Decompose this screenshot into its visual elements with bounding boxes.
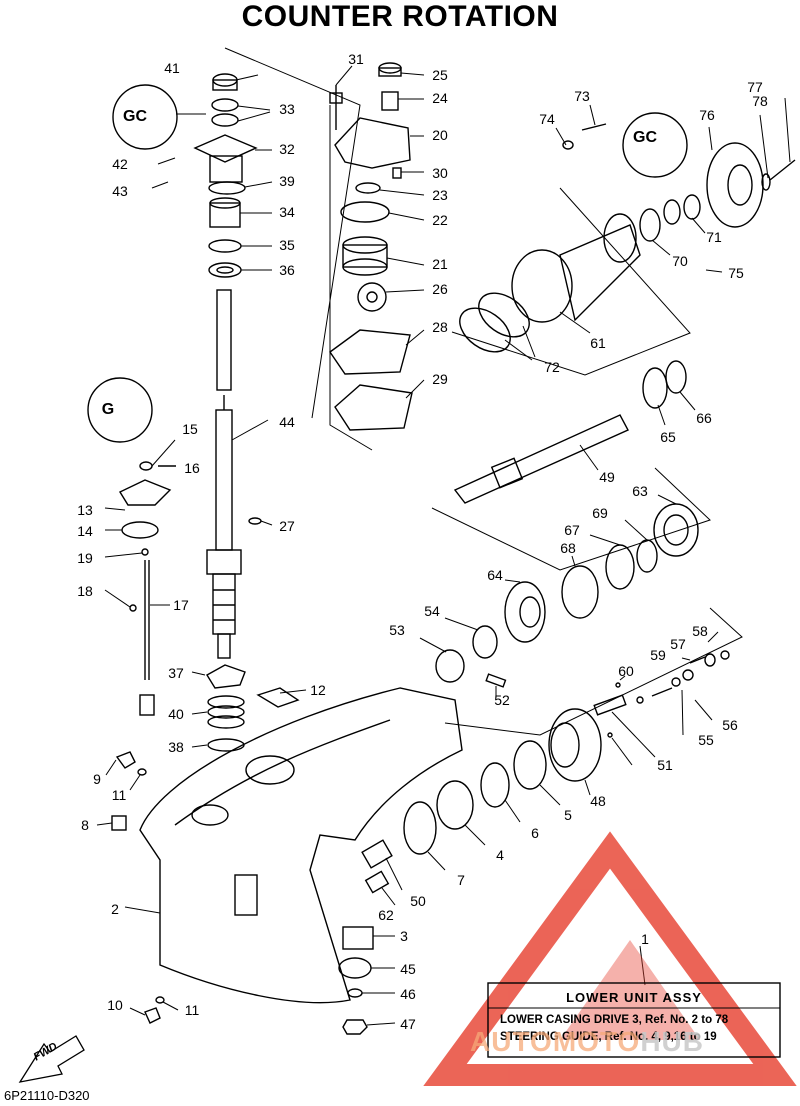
callout-22: 22	[432, 212, 448, 228]
callout-48: 48	[590, 793, 606, 809]
callout-14: 14	[77, 523, 93, 539]
callout-35: 35	[279, 237, 295, 253]
callout-67: 67	[564, 522, 580, 538]
callout-33: 33	[279, 101, 295, 117]
callout-10: 10	[107, 997, 123, 1013]
assembly-title: LOWER UNIT ASSY	[566, 990, 702, 1005]
callout-31: 31	[348, 51, 364, 67]
callout-58: 58	[692, 623, 708, 639]
callout-38: 38	[168, 739, 184, 755]
assembly-box	[487, 982, 781, 1058]
callout-70: 70	[672, 253, 688, 269]
callout-57: 57	[670, 636, 686, 652]
callout-74: 74	[539, 111, 555, 127]
inset-gc-label: GC	[123, 108, 147, 125]
callout-37: 37	[168, 665, 184, 681]
callout-24: 24	[432, 90, 448, 106]
inset-gc-label: GC	[633, 129, 657, 146]
callout-61: 61	[590, 335, 606, 351]
callout-78: 78	[752, 93, 768, 109]
callout-28: 28	[432, 319, 448, 335]
callout-9: 9	[93, 771, 101, 787]
drawing-code: 6P21110-D320	[4, 1088, 90, 1103]
assembly-line-2: STEERING GUIDE, Ref. No. 4, 9,16 to 19	[500, 1031, 717, 1043]
callout-43: 43	[112, 183, 128, 199]
callout-20: 20	[432, 127, 448, 143]
callout-71: 71	[706, 229, 722, 245]
callout-75: 75	[728, 265, 744, 281]
callout-12: 12	[310, 682, 326, 698]
callout-2: 2	[111, 901, 119, 917]
callout-40: 40	[168, 706, 184, 722]
callout-50: 50	[410, 893, 426, 909]
callout-47: 47	[400, 1016, 416, 1032]
callout-5: 5	[564, 807, 572, 823]
callout-6: 6	[531, 825, 539, 841]
callout-59: 59	[650, 647, 666, 663]
callout-36: 36	[279, 262, 295, 278]
callout-68: 68	[560, 540, 576, 556]
callout-64: 64	[487, 567, 503, 583]
callout-63: 63	[632, 483, 648, 499]
callout-73: 73	[574, 88, 590, 104]
callout-62: 62	[378, 907, 394, 923]
callout-11: 11	[185, 1002, 200, 1018]
callout-16: 16	[184, 460, 200, 476]
callout-25: 25	[432, 67, 448, 83]
page-title: COUNTER ROTATION	[241, 0, 559, 33]
callout-15: 15	[182, 421, 198, 437]
callout-69: 69	[592, 505, 608, 521]
callout-65: 65	[660, 429, 676, 445]
callout-3: 3	[400, 928, 408, 944]
watermark-logo	[423, 831, 797, 1086]
callout-30: 30	[432, 165, 448, 181]
callout-77: 77	[747, 79, 763, 95]
callout-11: 11	[112, 787, 127, 803]
callout-18: 18	[77, 583, 93, 599]
callout-60: 60	[618, 663, 634, 679]
fwd-arrow-icon	[18, 1035, 85, 1083]
callout-52: 52	[494, 692, 510, 708]
callout-54: 54	[424, 603, 440, 619]
callout-19: 19	[77, 550, 93, 566]
callout-41: 41	[164, 60, 180, 76]
callout-45: 45	[400, 961, 416, 977]
callout-29: 29	[432, 371, 448, 387]
callout-55: 55	[698, 732, 714, 748]
callout-76: 76	[699, 107, 715, 123]
callout-8: 8	[81, 817, 89, 833]
callout-34: 34	[279, 204, 295, 220]
callout-42: 42	[112, 156, 128, 172]
callout-7: 7	[457, 872, 465, 888]
assembly-line-1: LOWER CASING DRIVE 3, Ref. No. 2 to 78	[500, 1014, 729, 1026]
callout-56: 56	[722, 717, 738, 733]
inset-g-label: G	[102, 401, 114, 418]
callout-53: 53	[389, 622, 405, 638]
callout-32: 32	[279, 141, 295, 157]
callout-46: 46	[400, 986, 416, 1002]
callout-26: 26	[432, 281, 448, 297]
callout-13: 13	[77, 502, 93, 518]
callout-66: 66	[696, 410, 712, 426]
callout-1: 1	[641, 931, 649, 947]
callout-72: 72	[544, 359, 560, 375]
callout-39: 39	[279, 173, 295, 189]
callout-23: 23	[432, 187, 448, 203]
callout-44: 44	[279, 414, 295, 430]
callout-4: 4	[496, 847, 504, 863]
callout-49: 49	[599, 469, 615, 485]
callout-27: 27	[279, 518, 295, 534]
callout-17: 17	[173, 597, 189, 613]
watermark-text: AUTOMOTOHUB	[470, 1026, 704, 1057]
callout-51: 51	[657, 757, 673, 773]
callout-21: 21	[432, 256, 448, 272]
